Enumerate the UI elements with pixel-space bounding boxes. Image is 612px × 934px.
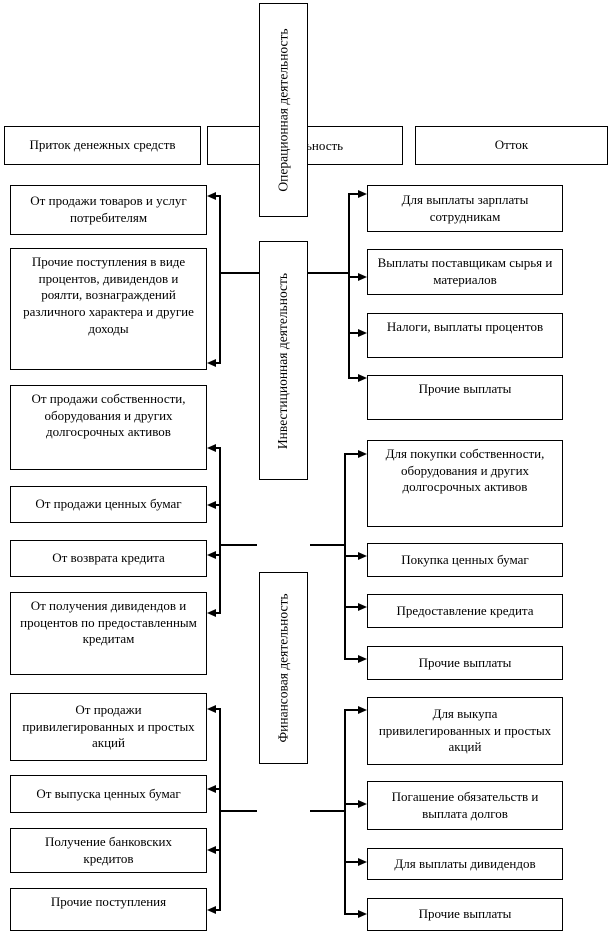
outflow-box-2: Выплаты поставщикам сырья и материалов bbox=[367, 249, 563, 295]
right-spine-operational bbox=[348, 193, 350, 379]
inflow-box-10: Прочие поступления bbox=[10, 888, 207, 931]
arrowhead-right-icon bbox=[358, 552, 367, 560]
arrowhead-left-icon bbox=[207, 609, 216, 617]
arrow-stub bbox=[344, 861, 359, 863]
left-spine-investment bbox=[219, 447, 221, 614]
arrowhead-right-icon bbox=[358, 190, 367, 198]
arrow-stub bbox=[213, 195, 220, 197]
arrowhead-right-icon bbox=[358, 800, 367, 808]
arrow-stub bbox=[348, 332, 359, 334]
outflow-box-12: Прочие выплаты bbox=[367, 898, 563, 931]
left-spine-operational bbox=[219, 195, 221, 364]
arrow-stub bbox=[348, 193, 359, 195]
arrow-stub bbox=[213, 909, 220, 911]
outflow-box-7: Предоставление кредита bbox=[367, 594, 563, 628]
activity-investment-label: Инвестиционная деятельность bbox=[275, 272, 291, 449]
arrowhead-right-icon bbox=[358, 603, 367, 611]
activity-financial-label: Финансовая деятельность bbox=[275, 593, 291, 743]
arrow-stub bbox=[348, 276, 359, 278]
arrow-stub bbox=[348, 377, 359, 379]
arrow-stub bbox=[344, 555, 359, 557]
arrowhead-right-icon bbox=[358, 655, 367, 663]
inflow-box-9: Получение банковских кредитов bbox=[10, 828, 207, 873]
connector-financial-right bbox=[310, 810, 345, 812]
arrowhead-right-icon bbox=[358, 374, 367, 382]
outflow-box-11: Для выплаты дивидендов bbox=[367, 848, 563, 880]
arrowhead-right-icon bbox=[358, 273, 367, 281]
connector-investment-left bbox=[219, 544, 257, 546]
arrow-stub bbox=[344, 913, 359, 915]
connector-operational-left bbox=[219, 272, 260, 274]
arrowhead-right-icon bbox=[358, 858, 367, 866]
right-spine-financial bbox=[344, 709, 346, 915]
outflow-box-6: Покупка ценных бумаг bbox=[367, 543, 563, 577]
inflow-box-1: От продажи товаров и услуг потребителям bbox=[10, 185, 207, 235]
arrowhead-right-icon bbox=[358, 329, 367, 337]
arrowhead-left-icon bbox=[207, 906, 216, 914]
inflow-box-7: От продажи привилегированных и простых а… bbox=[10, 693, 207, 761]
inflow-box-5: От возврата кредита bbox=[10, 540, 207, 577]
arrow-stub bbox=[213, 447, 220, 449]
arrowhead-left-icon bbox=[207, 705, 216, 713]
arrowhead-left-icon bbox=[207, 785, 216, 793]
arrowhead-left-icon bbox=[207, 192, 216, 200]
arrowhead-right-icon bbox=[358, 910, 367, 918]
outflow-box-9: Для выкупа привилегированных и простых а… bbox=[367, 697, 563, 765]
arrowhead-left-icon bbox=[207, 359, 216, 367]
left-spine-financial bbox=[219, 708, 221, 911]
outflow-box-8: Прочие выплаты bbox=[367, 646, 563, 680]
inflow-box-3: От продажи собственности, оборудования и… bbox=[10, 385, 207, 470]
arrow-stub bbox=[344, 658, 359, 660]
outflow-box-5: Для покупки собственности, оборудования … bbox=[367, 440, 563, 527]
activity-operational-box: Операционная деятельность bbox=[259, 3, 308, 217]
arrow-stub bbox=[344, 709, 359, 711]
connector-financial-left bbox=[219, 810, 257, 812]
arrow-stub bbox=[213, 849, 220, 851]
arrowhead-left-icon bbox=[207, 551, 216, 559]
arrow-stub bbox=[344, 803, 359, 805]
arrowhead-left-icon bbox=[207, 444, 216, 452]
arrow-stub bbox=[213, 612, 220, 614]
arrowhead-left-icon bbox=[207, 846, 216, 854]
activity-operational-label: Операционная деятельность bbox=[275, 28, 291, 192]
arrowhead-right-icon bbox=[358, 450, 367, 458]
inflow-box-4: От продажи ценных бумаг bbox=[10, 486, 207, 523]
arrow-stub bbox=[213, 362, 220, 364]
arrow-stub bbox=[344, 606, 359, 608]
connector-investment-right bbox=[310, 544, 345, 546]
header-center-visible-text: ьность bbox=[306, 137, 344, 153]
arrowhead-right-icon bbox=[358, 706, 367, 714]
inflow-box-8: От выпуска ценных бумаг bbox=[10, 775, 207, 813]
activity-investment-box: Инвестиционная деятельность bbox=[259, 241, 308, 480]
arrowhead-left-icon bbox=[207, 501, 216, 509]
right-spine-investment bbox=[344, 453, 346, 660]
outflow-box-1: Для выплаты зарплаты сотрудникам bbox=[367, 185, 563, 232]
arrow-stub bbox=[344, 453, 359, 455]
outflow-box-3: Налоги, выплаты процентов bbox=[367, 313, 563, 358]
outflow-box-4: Прочие выплаты bbox=[367, 375, 563, 420]
arrow-stub bbox=[213, 554, 220, 556]
inflow-box-6: От получения дивидендов и процентов по п… bbox=[10, 592, 207, 675]
arrow-stub bbox=[213, 708, 220, 710]
header-outflow-box: Отток bbox=[415, 126, 608, 165]
arrow-stub bbox=[213, 504, 220, 506]
outflow-box-10: Погашение обязательств и выплата долгов bbox=[367, 781, 563, 830]
inflow-box-2: Прочие поступления в виде процентов, див… bbox=[10, 248, 207, 370]
header-inflow-box: Приток денежных средств bbox=[4, 126, 201, 165]
arrow-stub bbox=[213, 788, 220, 790]
activity-financial-box: Финансовая деятельность bbox=[259, 572, 308, 764]
connector-operational-right bbox=[307, 272, 349, 274]
